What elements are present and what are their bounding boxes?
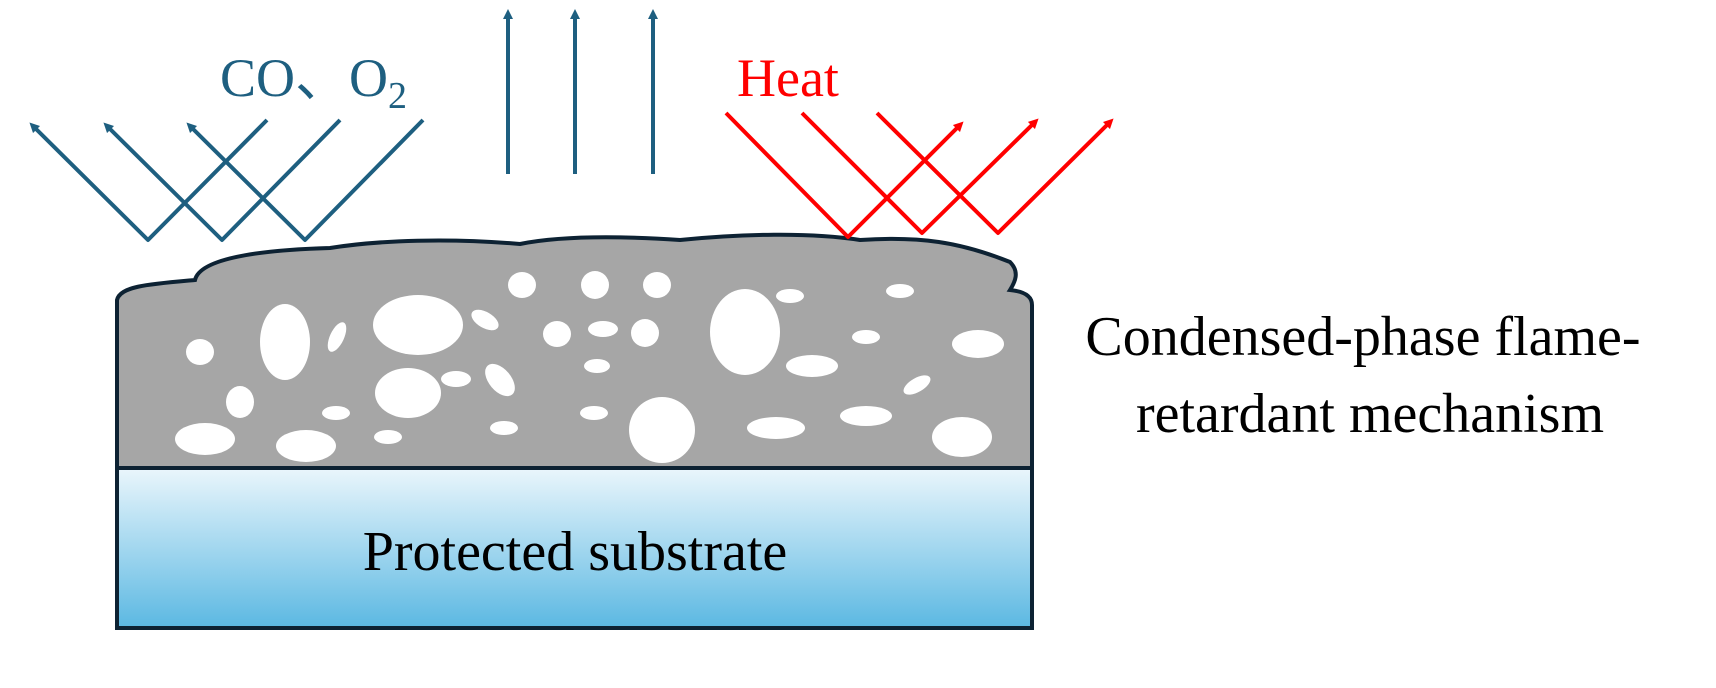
- pore: [776, 289, 804, 303]
- pore: [322, 406, 350, 420]
- heat-arrow: [875, 111, 1114, 235]
- heat-arrow: [724, 111, 964, 239]
- mechanism-label: Condensed-phase flame- retardant mechani…: [1085, 306, 1654, 445]
- pore: [485, 363, 515, 397]
- gas-label-main: CO、O: [220, 48, 388, 108]
- pore: [581, 271, 609, 299]
- pore: [375, 368, 441, 418]
- mechanism-label-line1: Condensed-phase flame-: [1085, 306, 1640, 368]
- pore: [327, 322, 347, 352]
- pore: [175, 423, 235, 455]
- pore: [952, 330, 1004, 358]
- pore: [186, 339, 214, 365]
- pore: [786, 355, 838, 377]
- heat-arrow: [800, 111, 1039, 235]
- pore: [543, 321, 571, 347]
- pore: [226, 386, 254, 418]
- pore: [374, 430, 402, 444]
- gas-arrow-diagonal: [103, 118, 342, 242]
- pore: [490, 421, 518, 435]
- pore: [471, 309, 499, 331]
- gas-arrow-diagonal: [29, 118, 269, 242]
- pore: [932, 417, 992, 457]
- pore: [643, 272, 671, 298]
- pore: [903, 375, 931, 395]
- pore: [588, 321, 618, 337]
- pore: [441, 371, 471, 387]
- gas-arrow-diagonal: [186, 118, 425, 242]
- pores: [175, 271, 1004, 463]
- mechanism-label-line2: retardant mechanism: [1136, 383, 1604, 445]
- gas-label-subscript: 2: [388, 75, 407, 117]
- pore: [580, 406, 608, 420]
- pore: [747, 417, 805, 439]
- pore: [631, 319, 659, 347]
- pore: [852, 330, 880, 344]
- pore: [584, 359, 610, 373]
- pore: [508, 272, 536, 298]
- pore: [886, 284, 914, 298]
- pore: [710, 289, 780, 375]
- substrate-label: Protected substrate: [363, 521, 788, 583]
- pore: [629, 397, 695, 463]
- pore: [276, 430, 336, 462]
- pore: [840, 406, 892, 426]
- protected-substrate: [115, 466, 1034, 630]
- pore: [260, 304, 310, 380]
- heat-label: Heat: [737, 48, 839, 108]
- char-layer: [115, 232, 1034, 470]
- heat-arrows: [724, 111, 1114, 239]
- gas-arrows: [29, 9, 658, 242]
- gas-label: CO、O2: [220, 48, 407, 117]
- pore: [373, 295, 463, 355]
